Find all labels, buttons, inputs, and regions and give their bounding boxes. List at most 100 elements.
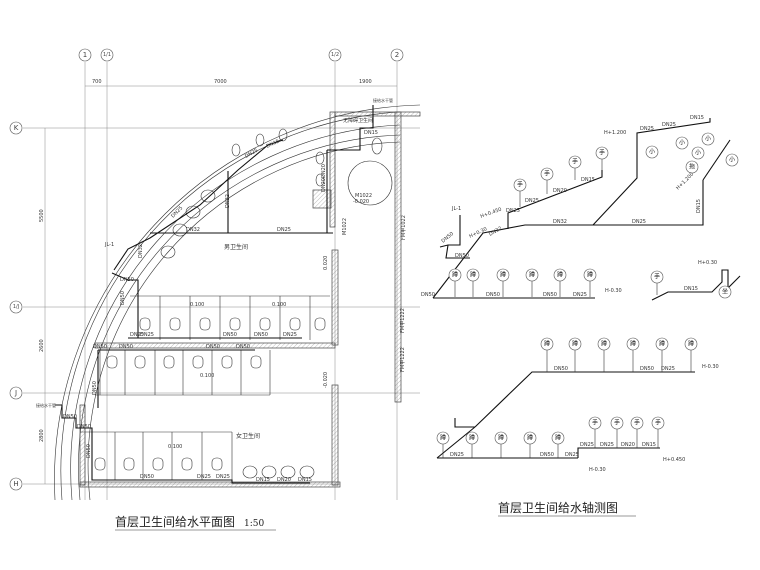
water-supply-plan: 1 1/1 1/2 2 K 1/J J H 700 7000 1900 5500… — [9, 48, 421, 531]
pipe-label: DN50 — [455, 253, 469, 259]
svg-text:蹲: 蹲 — [498, 434, 504, 442]
washbasin — [261, 465, 277, 479]
squat-toilet — [181, 457, 193, 471]
pipe-label: DN15 — [298, 477, 312, 483]
hand-basin-symbol: 手 — [588, 416, 602, 448]
svg-text:小: 小 — [679, 139, 685, 147]
pipe-label: DN32 — [225, 194, 231, 208]
pipe-label: DN25 — [130, 332, 144, 338]
squat-toilet — [106, 355, 118, 369]
pipe-label: DN50 — [63, 414, 77, 420]
urinal — [315, 173, 325, 187]
pipe-label: DN25 — [525, 198, 539, 204]
urinal — [278, 128, 288, 142]
urinal-symbol: 小 — [675, 136, 689, 150]
pipe-label: DN25 — [277, 227, 291, 233]
svg-text:蹲: 蹲 — [440, 434, 446, 442]
svg-text:蹲: 蹲 — [587, 271, 593, 279]
squat-toilet — [152, 457, 164, 471]
riser-label: JL-1 — [104, 242, 114, 248]
hand-basin-symbol: 手 — [568, 155, 582, 180]
svg-text:蹲: 蹲 — [470, 271, 476, 279]
svg-text:蹲: 蹲 — [469, 434, 475, 442]
pipe-label: DN20 — [321, 178, 327, 192]
squat-toilet — [192, 355, 204, 369]
urinal — [315, 151, 325, 165]
pipe-label: DN32 — [488, 226, 503, 238]
grid-label: 2 — [395, 51, 399, 59]
pipe-label: DN25 — [244, 148, 259, 160]
squat-toilet-symbol: 蹲 — [466, 268, 480, 297]
pipe-label: DN25 — [661, 366, 675, 372]
level-mark: H+1.200 — [604, 130, 626, 136]
pipe-label: DN15 — [642, 442, 656, 448]
pipe-label: DN25 — [450, 452, 464, 458]
pipe-label: DN50 — [92, 381, 98, 395]
washbasin — [299, 465, 315, 479]
note-label: 接给水干管 — [373, 97, 393, 103]
urinal-symbol: 小 — [701, 132, 715, 146]
fixtures-axon: 蹲蹲蹲蹲蹲蹲手手手手小小小小小拖手坐蹲蹲蹲蹲蹲蹲蹲蹲蹲蹲蹲手手手手 — [436, 132, 739, 458]
washbasin — [242, 465, 258, 479]
svg-text:蹲: 蹲 — [527, 434, 533, 442]
level-mark: H+0.450 — [663, 457, 685, 463]
level-mark: H-0.30 — [702, 364, 719, 370]
hand-basin-symbol: 手 — [630, 416, 644, 448]
supply-pipes-plan — [55, 105, 374, 484]
door-label: M1022 — [355, 193, 372, 199]
room-label-accessible: 无障碍卫生间 — [343, 117, 373, 124]
riser-label: JL-1 — [451, 206, 461, 212]
grid-label: K — [14, 124, 19, 132]
level-mark: 0.100 — [168, 444, 182, 450]
svg-text:小: 小 — [705, 135, 711, 143]
svg-text:拖: 拖 — [689, 163, 695, 171]
grid-bubbles: 1 1/1 1/2 2 K 1/J J H — [9, 48, 404, 491]
level-mark: H-0.30 — [605, 288, 622, 294]
squat-toilet-symbol: 蹲 — [655, 337, 669, 372]
squat-toilet-symbol: 蹲 — [568, 337, 582, 372]
room-label-men: 男卫生间 — [224, 243, 248, 251]
urinal — [231, 143, 241, 157]
hand-basin-symbol: 手 — [595, 146, 609, 170]
pipe-label: DN25 — [573, 292, 587, 298]
svg-text:手: 手 — [544, 170, 550, 178]
svg-text:手: 手 — [592, 419, 598, 427]
squat-toilet — [229, 317, 241, 331]
squat-toilet-symbol: 蹲 — [523, 431, 537, 458]
dimension-text: 7000 — [214, 79, 227, 85]
urinal — [255, 133, 265, 147]
door-label: FM甲1222 — [400, 308, 406, 333]
squat-toilet-symbol: 蹲 — [583, 268, 597, 297]
axon-title-text: 首层卫生间给水轴测图 — [498, 500, 618, 515]
grid-label: H — [13, 480, 18, 488]
level-mark: H+0.450 — [480, 207, 503, 220]
pipe-label: DN50 — [554, 366, 568, 372]
level-mark: H-0.30 — [589, 467, 606, 473]
pipe-label: DN20 — [553, 188, 567, 194]
level-mark: 0.020 — [323, 256, 329, 270]
squat-toilet — [139, 317, 151, 331]
pipe-label: DN50 — [543, 292, 557, 298]
plan-labels: DN32 DN25 DN25 DN15 DN25 DN32 DN50 DN15 … — [36, 97, 407, 483]
room-label-women: 女卫生间 — [236, 432, 260, 440]
dimension-text: 2600 — [39, 339, 45, 352]
svg-text:蹲: 蹲 — [529, 271, 535, 279]
curved-wall — [54, 104, 421, 501]
squat-toilet — [221, 355, 233, 369]
pipe-label: DN32 — [186, 227, 200, 233]
squat-toilet-symbol: 蹲 — [436, 431, 450, 458]
svg-text:小: 小 — [695, 149, 701, 157]
svg-text:手: 手 — [634, 419, 640, 427]
pipe-label: DN25 — [140, 332, 154, 338]
axon-title: 首层卫生间给水轴测图 — [498, 500, 636, 517]
svg-text:蹲: 蹲 — [601, 340, 607, 348]
squat-toilet — [199, 317, 211, 331]
pipe-label: DN50 — [120, 277, 134, 283]
pipe-label: DN32 — [553, 219, 567, 225]
grid-label: 1 — [83, 51, 87, 59]
pipe-label: DN25 — [283, 332, 297, 338]
pipe-label: DN25 — [662, 122, 676, 128]
svg-text:手: 手 — [599, 149, 605, 157]
pipe-label: DN25 — [506, 208, 520, 214]
level-mark: 0.100 — [272, 302, 286, 308]
